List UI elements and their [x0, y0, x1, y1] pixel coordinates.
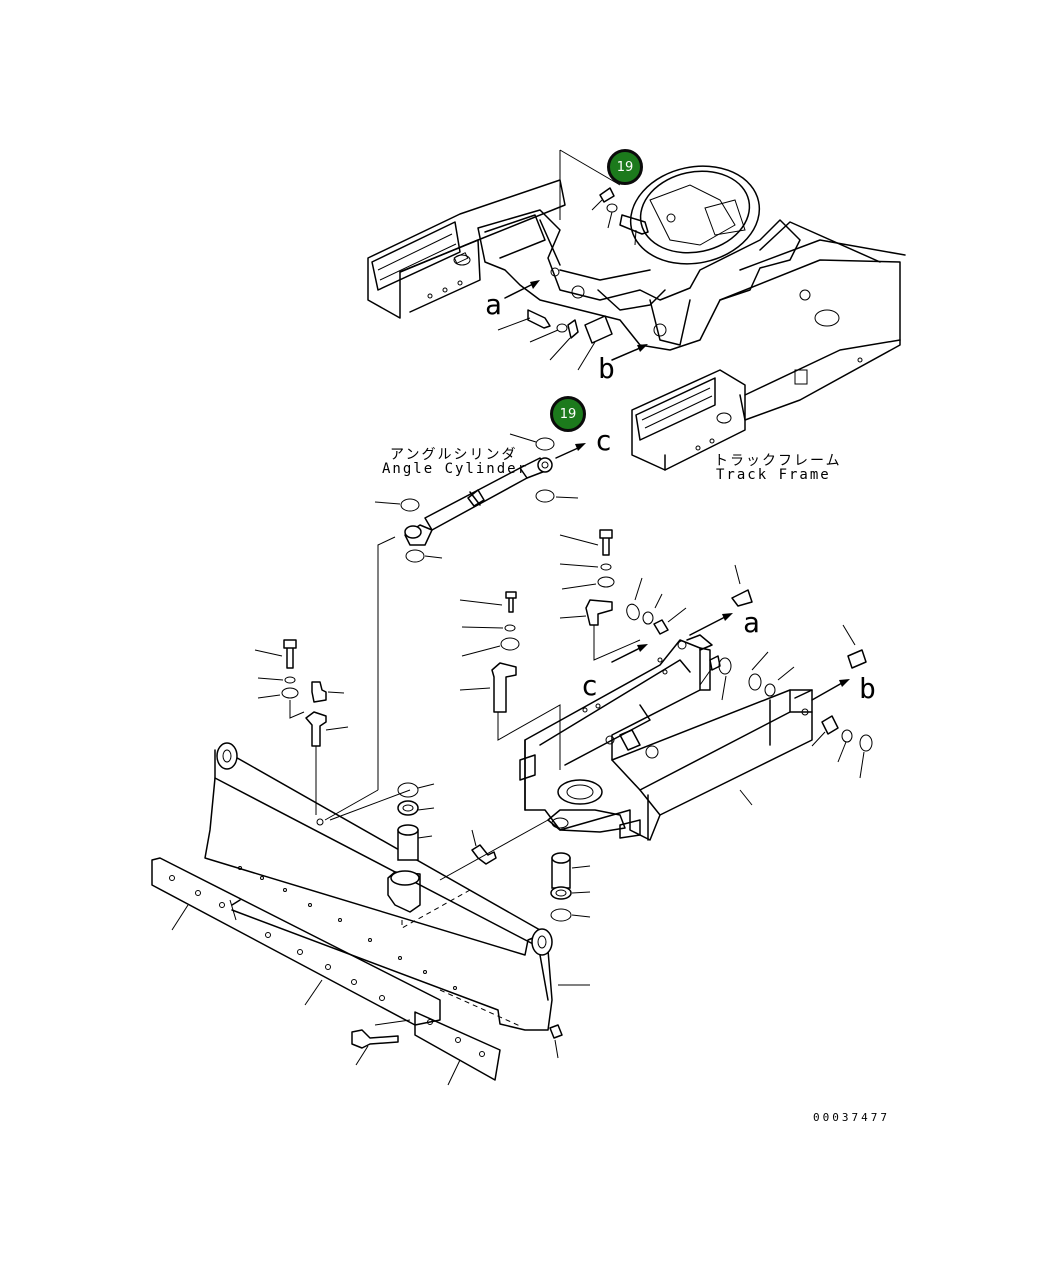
frame-fasteners [611, 564, 873, 779]
track-frame-assembly [367, 165, 906, 471]
blade [151, 742, 590, 1086]
edge-holes [169, 866, 485, 1057]
reference-letter-b-lower: b [859, 672, 876, 705]
callout-badge-19-top[interactable]: 19 [607, 149, 643, 185]
angle-cylinder-label-en: Angle Cylinder [382, 461, 529, 477]
upper-fasteners [497, 149, 649, 371]
callout-badge-19-middle[interactable]: 19 [550, 396, 586, 432]
reference-letter-c-upper: c [595, 424, 612, 457]
angle-cylinder-label-jp: アングルシリンダ [390, 447, 518, 463]
track-frame-label-jp: トラックフレーム [714, 453, 842, 469]
track-frame-label-en: Track Frame [716, 467, 831, 483]
reference-letter-b-upper: b [598, 352, 615, 385]
angle-cylinder [324, 433, 586, 821]
link-lines [329, 782, 591, 929]
document-number: 00037477 [813, 1111, 890, 1124]
reference-letter-c-lower: c [581, 669, 598, 702]
center-fasteners [254, 529, 641, 815]
reference-letter-a-upper: a [485, 288, 502, 321]
reference-letter-a-lower: a [743, 606, 760, 639]
blade-frame [519, 634, 813, 841]
